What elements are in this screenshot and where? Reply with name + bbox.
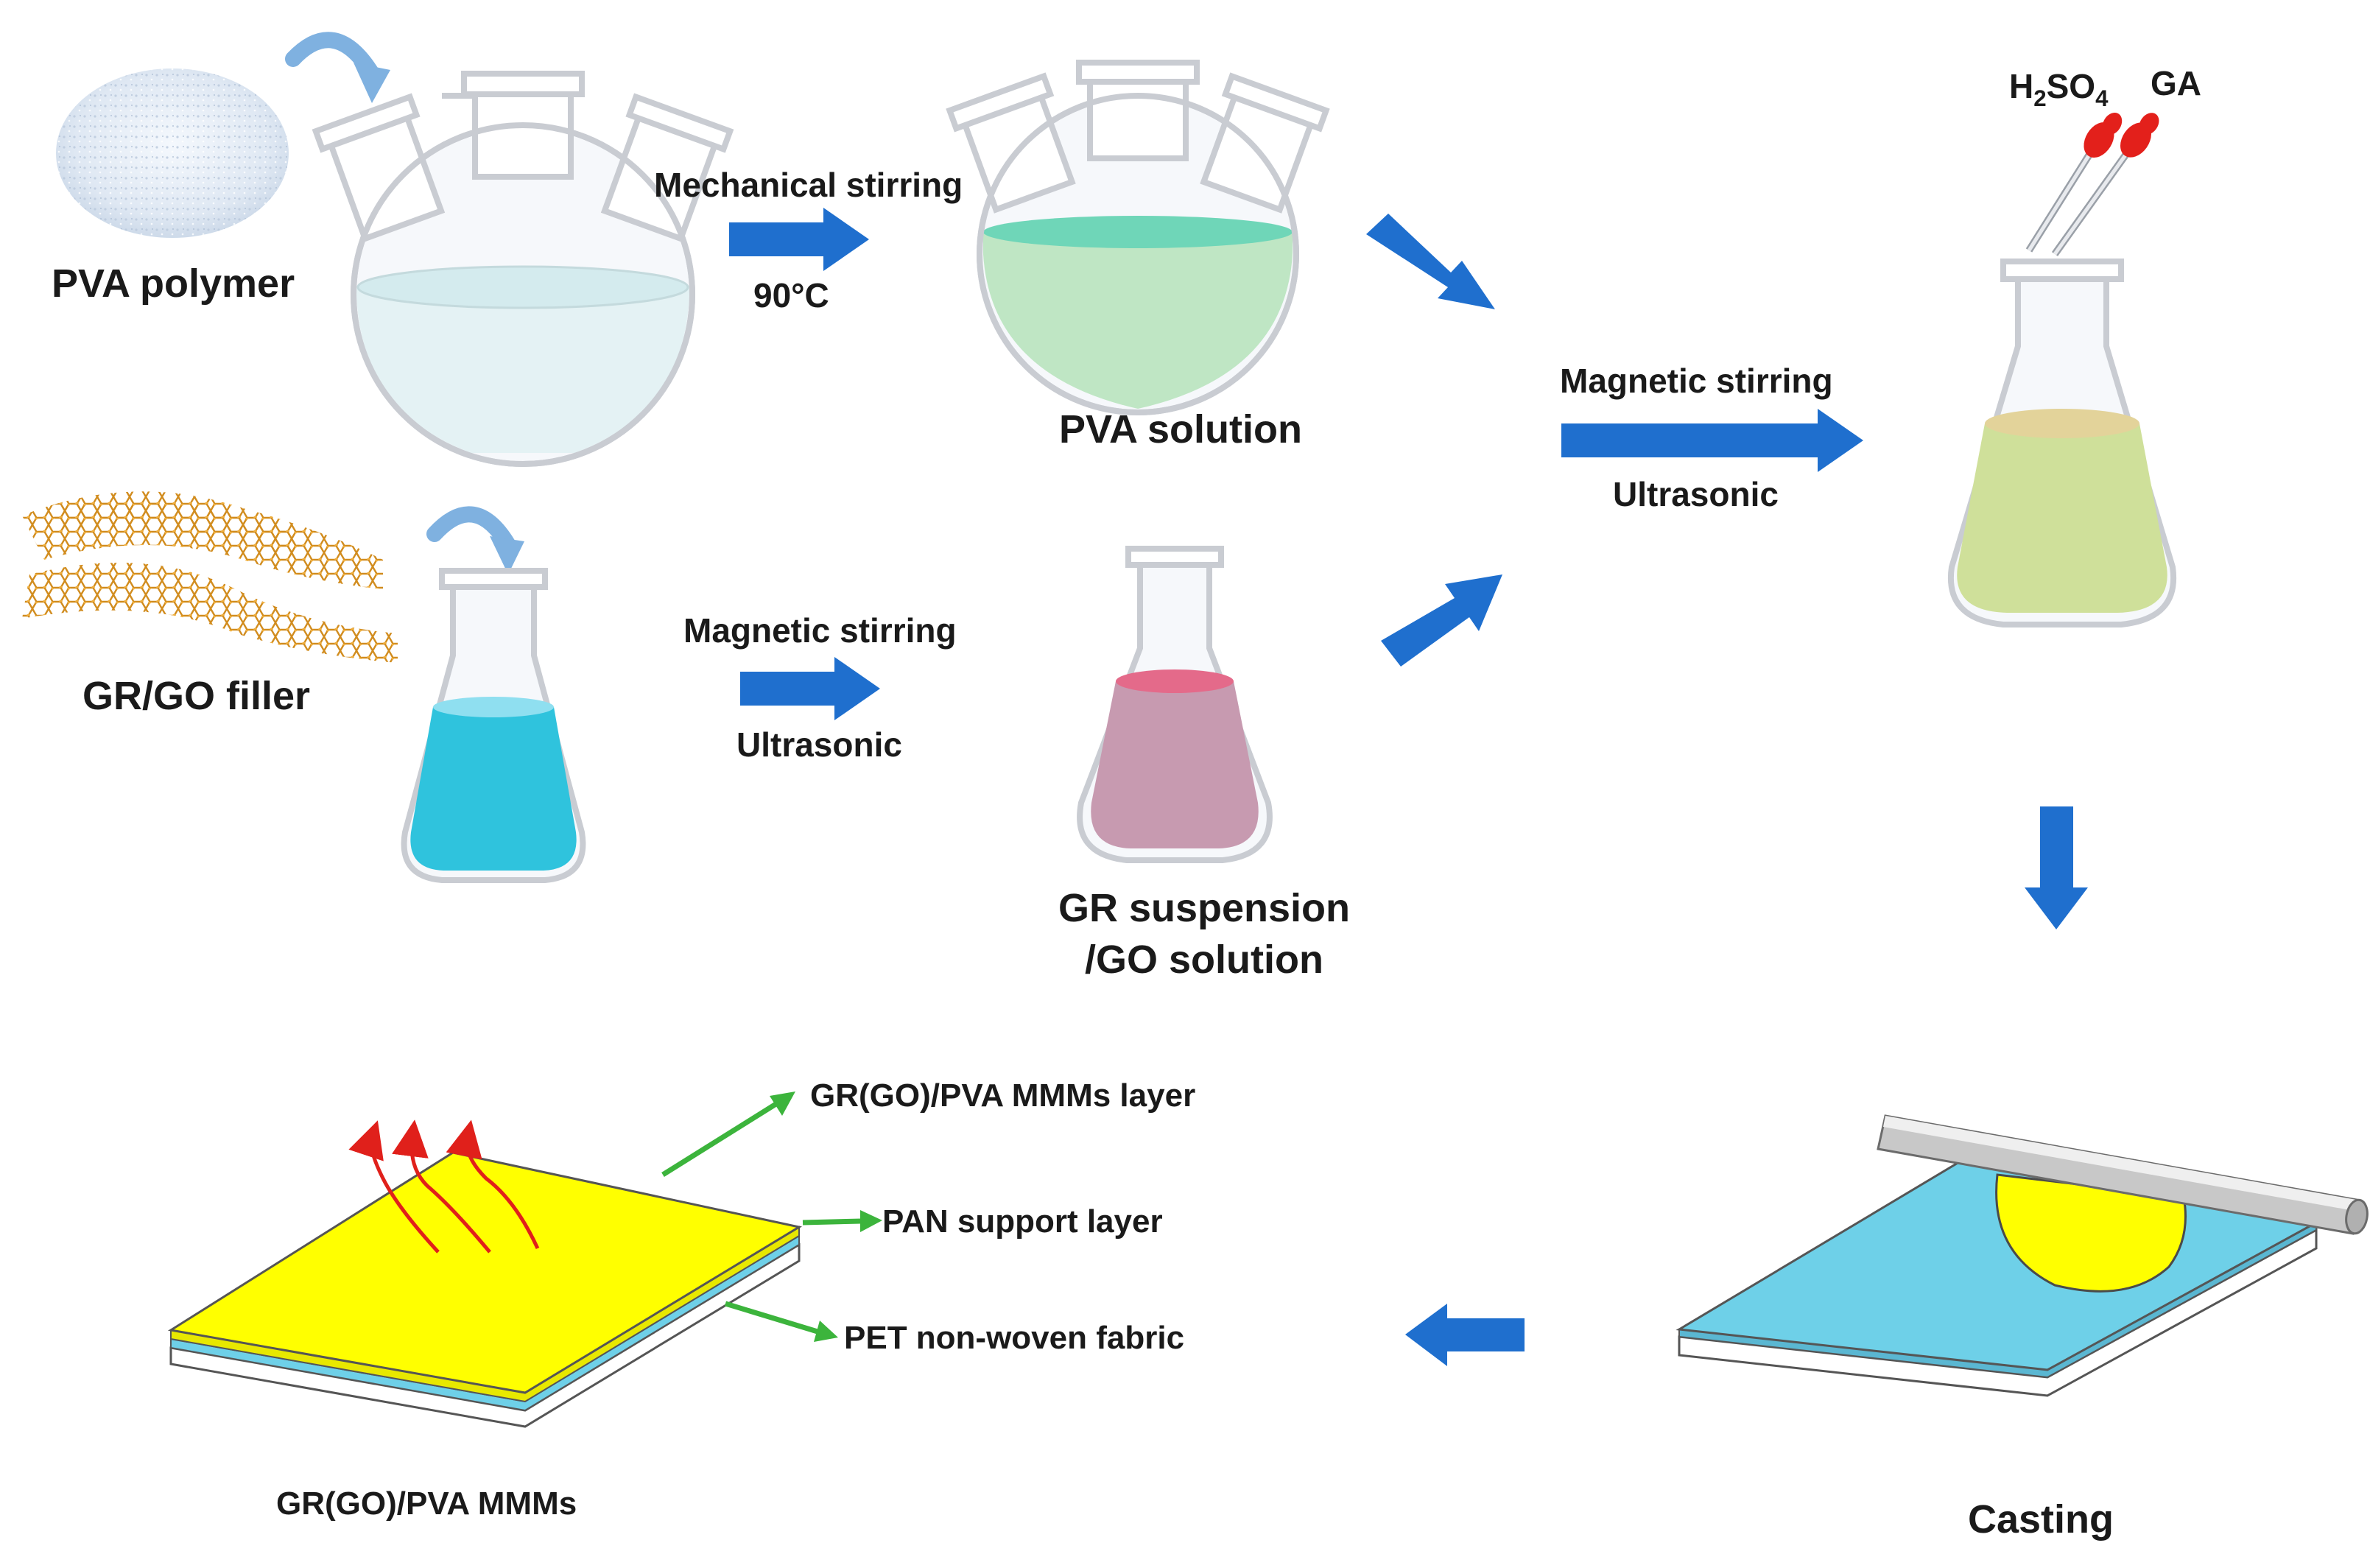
process-arrow-down <box>2025 806 2088 929</box>
process-arrow-2 <box>740 657 880 720</box>
filler-flask-icon <box>401 568 586 883</box>
vapor-arrows-icon <box>348 1119 540 1254</box>
pva-powder-icon <box>56 68 289 238</box>
ga-reagent-label: GA <box>2151 64 2201 102</box>
gr-go-filler-label: GR/GO filler <box>82 674 311 718</box>
curved-arrow-head-icon-2 <box>490 536 524 574</box>
gr-suspension-label-line1: GR suspension <box>1058 886 1351 930</box>
gr-suspension-flask-icon <box>1077 546 1273 863</box>
process-arrow-diag-down <box>1366 214 1495 309</box>
curved-arrow-icon <box>285 32 380 82</box>
acid-reagent-sub1: 2 <box>2033 85 2047 111</box>
cast-solution-pool <box>1995 1173 2187 1293</box>
gr-suspension-label-line2: /GO solution <box>1085 938 1323 982</box>
step3-condition-top: Magnetic stirring <box>1560 362 1833 400</box>
curved-arrow-head-icon <box>354 63 390 103</box>
step2-condition-top: Magnetic stirring <box>683 611 957 650</box>
step1-condition-bottom: 90°C <box>753 276 829 314</box>
dropper-icon-ga <box>2051 113 2159 256</box>
process-arrow-3 <box>1561 409 1863 472</box>
pva-solution-flask-icon <box>946 60 1330 415</box>
step2-condition-bottom: Ultrasonic <box>736 725 902 764</box>
pva-polymer-label: PVA polymer <box>52 261 295 306</box>
membrane-stack-icon <box>167 1151 803 1428</box>
three-neck-flask-icon <box>312 71 734 467</box>
graphene-sheet-icon <box>22 491 398 663</box>
layer-arrow-bottom <box>724 1301 838 1342</box>
step3-condition-bottom: Ultrasonic <box>1613 475 1779 513</box>
casting-label: Casting <box>1968 1497 2114 1541</box>
casting-knife-rod-icon <box>1877 1114 2369 1235</box>
dropper-icon-acid <box>2025 113 2123 253</box>
acid-reagent-sub2: 4 <box>2095 85 2109 111</box>
process-arrow-1 <box>729 208 869 271</box>
process-arrow-left <box>1405 1304 1525 1366</box>
mixing-flask-icon <box>1947 259 2177 627</box>
mmms-label: GR(GO)/PVA MMMs <box>276 1486 577 1522</box>
pva-solution-label: PVA solution <box>1059 407 1302 451</box>
acid-reagent-label: H2SO4 <box>2009 69 2108 110</box>
layer-label-middle: PAN support layer <box>882 1203 1163 1240</box>
layer-arrow-middle <box>802 1210 882 1232</box>
step1-condition-top: Mechanical stirring <box>654 166 963 204</box>
layer-arrow-top <box>661 1091 795 1177</box>
acid-reagent-h: H <box>2009 67 2034 105</box>
layer-label-bottom: PET non-woven fabric <box>844 1320 1185 1356</box>
acid-reagent-so: SO <box>2046 67 2096 105</box>
layer-label-top: GR(GO)/PVA MMMs layer <box>810 1077 1196 1114</box>
curved-arrow-icon-2 <box>426 506 516 553</box>
process-arrow-diag-up <box>1381 574 1502 667</box>
